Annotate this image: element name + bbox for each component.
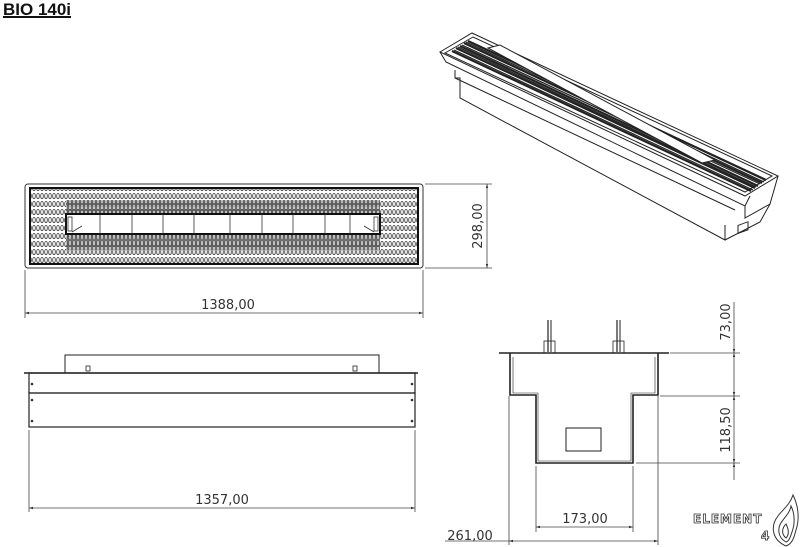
front-view-width-dimension: 1357,00	[195, 493, 249, 508]
isometric-view	[438, 32, 780, 241]
top-view-height-dimension: 298,00	[471, 203, 486, 249]
side-view-top-height-dimension: 73,00	[719, 303, 734, 340]
side-view	[445, 302, 740, 545]
top-view-width-dimension: 1388,00	[201, 298, 255, 313]
front-view	[24, 354, 418, 512]
side-view-inner-width-dimension: 173,00	[562, 512, 608, 527]
top-view: 1388,00 298,00	[24, 183, 492, 318]
side-view-outer-width-dimension: 261,00	[447, 529, 493, 544]
side-view-lower-height-dimension: 118,50	[719, 407, 734, 453]
drawing-title: BIO 140i	[3, 0, 72, 19]
logo-text: ELEMENT	[693, 512, 762, 526]
flame-icon	[772, 493, 799, 547]
logo-subscript: 4	[761, 529, 770, 543]
element4-logo: ELEMENT 4	[693, 493, 799, 547]
